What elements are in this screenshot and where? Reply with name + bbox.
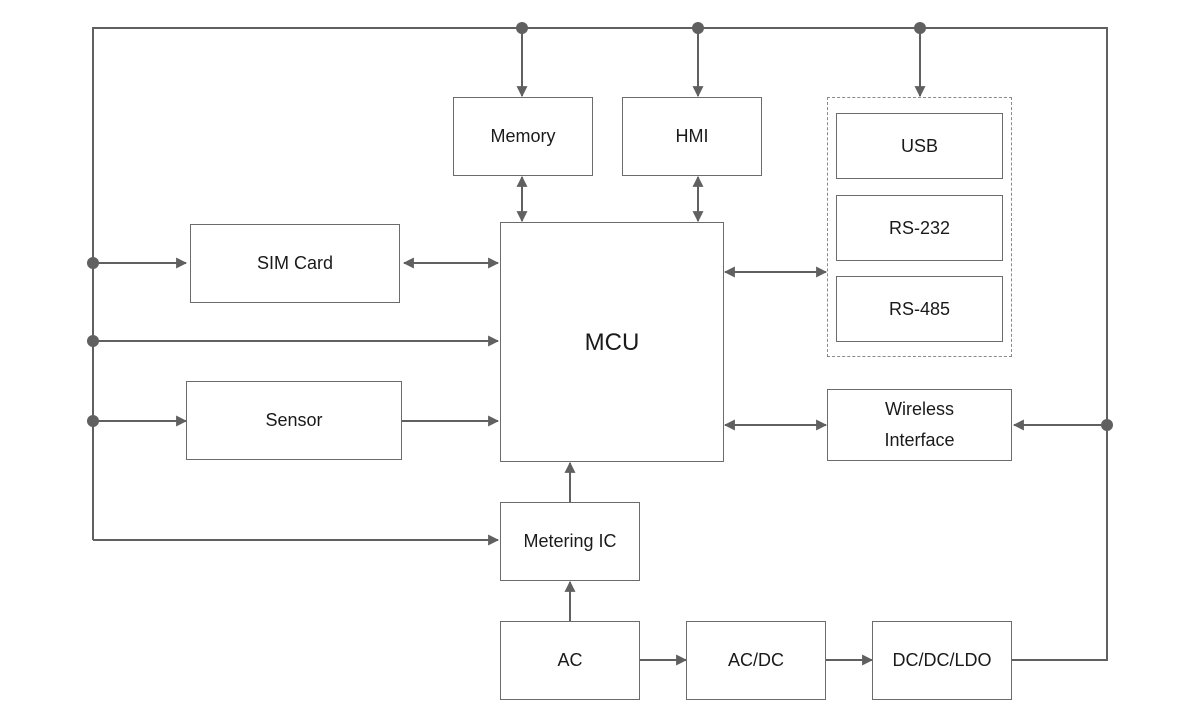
junction-dot (87, 257, 99, 269)
ac-dc-block: AC/DC (686, 621, 826, 700)
sensor-block: Sensor (186, 381, 402, 460)
rs232-label: RS-232 (888, 217, 951, 238)
ac-label: AC (557, 650, 583, 670)
dc-dc-ldo-label: DC/DC/LDO (892, 650, 992, 670)
memory-label: Memory (490, 126, 556, 146)
rs485-label: RS-485 (888, 298, 951, 319)
metering-ic-block: Metering IC (500, 502, 640, 581)
usb-label: USB (900, 135, 938, 156)
mcu-block: MCU (500, 222, 724, 462)
sim-card-label: SIM Card (256, 253, 334, 273)
rs485-block: RS-485 (836, 276, 1003, 342)
dc-dc-ldo-block: DC/DC/LDO (872, 621, 1012, 700)
sim-card-block: SIM Card (190, 224, 400, 303)
sensor-label: Sensor (265, 410, 323, 430)
rs232-block: RS-232 (836, 195, 1003, 261)
wireless-label-line2: Interface (884, 430, 955, 450)
ac-dc-label: AC/DC (727, 650, 784, 670)
power-bus-line (92, 27, 1108, 661)
junction-dot (87, 335, 99, 347)
mcu-label: MCU (584, 328, 640, 356)
comm-interfaces-group (827, 97, 1012, 357)
usb-block: USB (836, 113, 1003, 179)
junction-dot (87, 415, 99, 427)
junction-dot (516, 22, 528, 34)
hmi-block: HMI (622, 97, 762, 176)
hmi-label: HMI (675, 126, 709, 146)
wireless-label-line1: Wireless (884, 399, 954, 419)
junction-dot (914, 22, 926, 34)
junction-dot (692, 22, 704, 34)
ac-block: AC (500, 621, 640, 700)
wireless-interface-block: Wireless Interface (827, 389, 1012, 461)
junction-dot (1101, 419, 1113, 431)
metering-ic-label: Metering IC (523, 531, 617, 551)
memory-block: Memory (453, 97, 593, 176)
